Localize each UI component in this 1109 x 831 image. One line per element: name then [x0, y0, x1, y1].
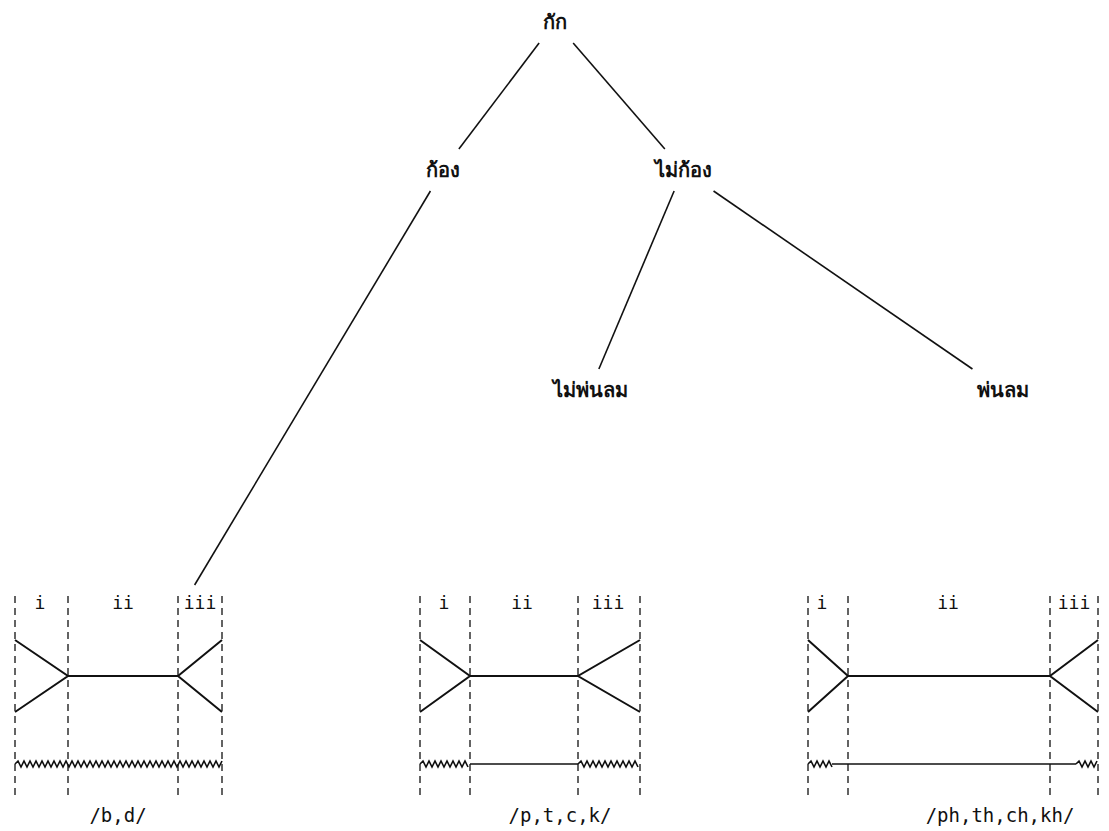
phase-numeral: iii [1058, 592, 1091, 613]
node-label: ก้อง [426, 154, 460, 186]
voicing-wave [578, 761, 638, 767]
articulation-figure [808, 596, 1098, 798]
dashed-divider [1097, 596, 1098, 798]
node-label: ไม่ก้อง [655, 154, 712, 186]
closure-shape [808, 640, 1098, 712]
closure-shape [15, 640, 222, 712]
tree-branch [599, 191, 674, 369]
articulation-figure [420, 596, 640, 798]
phase-numeral: i [35, 592, 46, 613]
phoneme-panel: iiiiii/b,d/ [8, 588, 234, 828]
tree-node: ไม่ก้อง [649, 152, 718, 188]
dashed-divider [847, 596, 848, 798]
tree-node: ไม่พ่นลม [547, 372, 634, 408]
dashed-divider [639, 596, 640, 798]
phoneme-label: /ph,th,ch,kh/ [926, 804, 1075, 826]
phoneme-panel: iiiiii/p,t,c,k/ [408, 588, 652, 828]
tree-branch [459, 43, 539, 149]
voiceless-line [470, 763, 578, 765]
dashed-divider [1049, 596, 1050, 798]
voicing-wave [808, 761, 832, 767]
voicing-wave [420, 761, 468, 767]
node-label: กัก [543, 6, 567, 38]
phoneme-panel: iiiiii/ph,th,ch,kh/ [798, 588, 1104, 828]
tree-branch [573, 43, 665, 149]
dashed-divider [14, 596, 15, 798]
tree-node: ก้อง [420, 152, 466, 188]
articulation-figure [15, 596, 222, 798]
dashed-divider [469, 596, 470, 798]
dashed-divider [419, 596, 420, 798]
phase-numeral: ii [511, 592, 533, 613]
dashed-divider [221, 596, 222, 798]
voicing-wave [1076, 761, 1097, 767]
phoneme-label: /b,d/ [89, 804, 146, 826]
node-label: ไม่พ่นลม [553, 374, 628, 406]
tree-node: กัก [537, 4, 573, 40]
phase-numeral: i [817, 592, 828, 613]
dashed-divider [577, 596, 578, 798]
voiceless-line [832, 763, 1076, 765]
phase-numeral: ii [937, 592, 959, 613]
phase-numeral: ii [112, 592, 134, 613]
phase-numeral: i [439, 592, 450, 613]
phase-numeral: iii [184, 592, 217, 613]
closure-shape [420, 640, 640, 712]
phase-numeral: iii [592, 592, 625, 613]
node-label: พ่นลม [977, 374, 1029, 406]
phoneme-label: /p,t,c,k/ [509, 804, 612, 826]
dashed-divider [807, 596, 808, 798]
voicing-wave [15, 761, 222, 767]
tree-branch [714, 191, 973, 369]
tree-node: พ่นลม [971, 372, 1035, 408]
tree-branch [195, 191, 431, 585]
